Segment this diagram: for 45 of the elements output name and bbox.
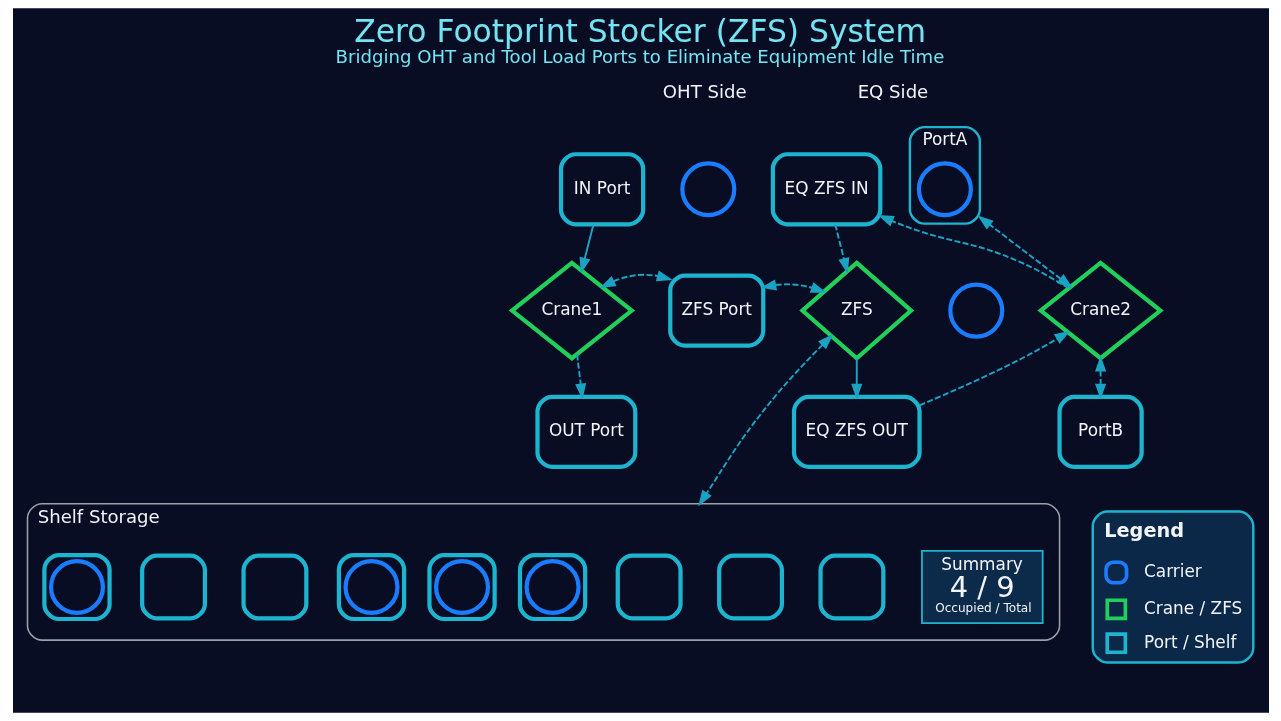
node-box: OUT Port [534, 394, 637, 469]
arrow [599, 270, 673, 289]
cluster: PortA [908, 125, 981, 225]
node-circle [48, 558, 105, 616]
node-box [615, 553, 683, 621]
node-box [716, 553, 784, 621]
label: EQ Side [857, 81, 928, 103]
node-circle [524, 558, 581, 616]
arrow [833, 223, 849, 274]
node-box: ZFS Port [667, 273, 765, 348]
arrow [977, 215, 1073, 289]
label: OHT Side [662, 81, 747, 103]
node-diamond: ZFS [798, 260, 914, 362]
cluster [426, 552, 497, 622]
cluster [517, 552, 587, 622]
node-circle [342, 558, 400, 616]
arrow [579, 223, 594, 274]
cluster [336, 552, 406, 622]
node-box: PortB [1056, 394, 1144, 469]
arrow [697, 334, 833, 507]
node-circle [947, 282, 1004, 339]
arrow [1094, 355, 1106, 400]
node-circle [916, 161, 973, 218]
legend-label: Carrier [1143, 560, 1202, 581]
arrow [850, 357, 862, 400]
node-box: EQ ZFS IN [770, 152, 882, 227]
diagram-title: Zero Footprint Stocker (ZFS) System [353, 12, 926, 49]
node-box [817, 553, 885, 621]
node-box: IN Port [558, 152, 645, 227]
arrow [877, 215, 1070, 290]
arrow [918, 330, 1070, 407]
node-box [139, 553, 207, 621]
node-box [240, 553, 308, 621]
node-box: Summary 4 / 9 Occupied / Total [920, 549, 1044, 625]
node-box: EQ ZFS OUT [791, 394, 922, 469]
node-diamond: Crane2 [1036, 260, 1164, 361]
arrow [574, 353, 586, 400]
node-circle [433, 558, 490, 616]
legend-label: Port / Shelf [1143, 631, 1236, 652]
legend-label: Crane / ZFS [1143, 597, 1242, 618]
label: Legend [1103, 519, 1184, 543]
node-diamond: Crane1 [508, 260, 635, 361]
arrow [759, 279, 827, 293]
cluster [41, 552, 112, 622]
node-circle [679, 161, 736, 218]
